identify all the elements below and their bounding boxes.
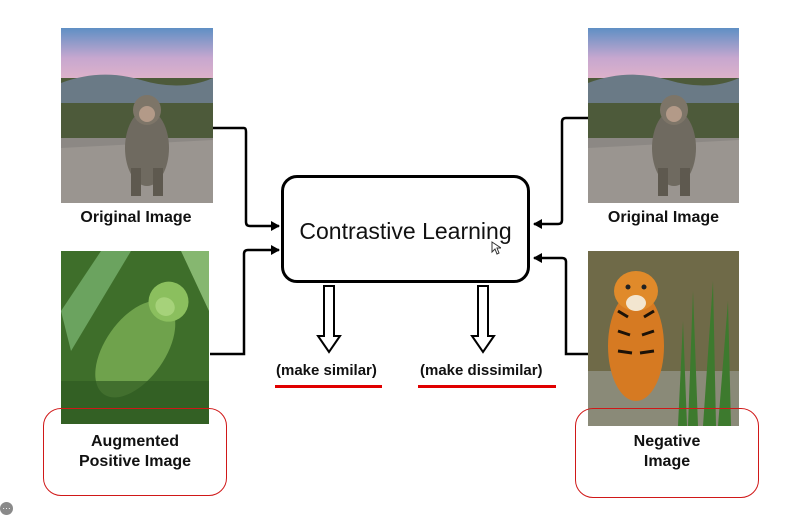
caption-augmented-line2: Positive Image: [78, 453, 192, 470]
make-dissimilar-underline: [418, 385, 556, 388]
make-similar-underline: [275, 385, 382, 388]
caption-augmented: Augmented Positive Image: [43, 432, 227, 472]
caption-negative-line1: Negative: [633, 433, 701, 450]
down-arrow-dissimilar: [470, 285, 496, 354]
arrow-original-left: [212, 126, 280, 231]
arrow-original-right: [533, 116, 588, 229]
contrastive-learning-box: Contrastive Learning: [281, 175, 530, 283]
more-options-icon[interactable]: …: [0, 502, 13, 515]
original-image-right: [588, 28, 739, 203]
arrow-negative: [533, 253, 588, 356]
down-arrow-similar: [316, 285, 342, 354]
caption-negative: Negative Image: [575, 432, 759, 472]
augmented-positive-image: [61, 251, 209, 424]
make-dissimilar-label: (make dissimilar): [420, 362, 543, 379]
augmented-highlight-box: [43, 408, 227, 496]
contrastive-learning-label: Contrastive Learning: [299, 218, 512, 244]
original-image-left: [61, 28, 213, 203]
negative-highlight-box: [575, 408, 759, 498]
caption-negative-line2: Image: [643, 453, 691, 470]
caption-original-left: Original Image: [80, 209, 192, 226]
cursor-icon: [491, 241, 501, 255]
make-similar-label: (make similar): [276, 362, 377, 379]
caption-original-right: Original Image: [607, 209, 720, 226]
negative-image: [588, 251, 739, 426]
caption-augmented-line1: Augmented: [91, 433, 179, 450]
arrow-augmented: [210, 245, 280, 356]
